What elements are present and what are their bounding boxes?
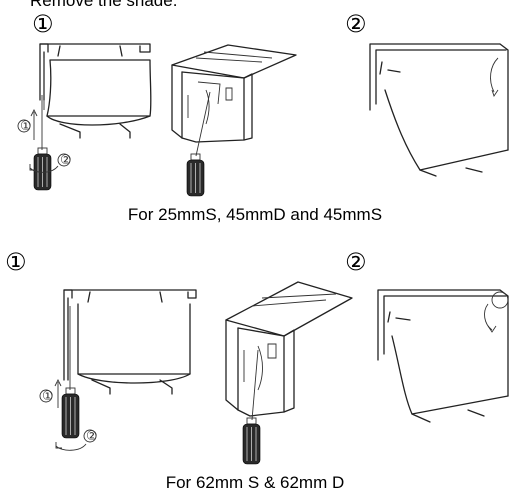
instruction-heading: Remove the shade. [30, 0, 178, 10]
bottom-step-2-label: ② [345, 248, 367, 276]
top-section-caption: For 25mmS, 45mmD and 45mmS [127, 205, 383, 224]
top-small-step-2: ② [60, 153, 72, 168]
bottom-screwdriver-1-illustration [61, 350, 80, 439]
bottom-screwdriver-2-illustration [242, 349, 261, 465]
bottom-step-1-label: ① [5, 248, 27, 276]
bottom-small-step-1: ① [42, 389, 54, 404]
top-step-1-label: ① [32, 10, 54, 38]
bottom-isometric-bracket-illustration [225, 281, 353, 417]
top-shade-removal-illustration [369, 43, 509, 177]
bottom-bracket-with-shade-illustration [63, 289, 197, 395]
top-small-step-1: ① [20, 119, 32, 134]
bottom-section-caption: For 62mm S & 62mm D [165, 473, 345, 492]
bottom-shade-removal-illustration [377, 289, 509, 423]
top-screwdriver-2-illustration [186, 91, 211, 197]
top-isometric-bracket-illustration [171, 44, 297, 143]
top-bracket-with-shade-illustration [39, 43, 152, 139]
top-step-arrows [17, 108, 71, 173]
bottom-step-arrows [39, 378, 97, 451]
bottom-small-step-2: ② [86, 429, 98, 444]
top-step-2-label: ② [345, 10, 367, 38]
